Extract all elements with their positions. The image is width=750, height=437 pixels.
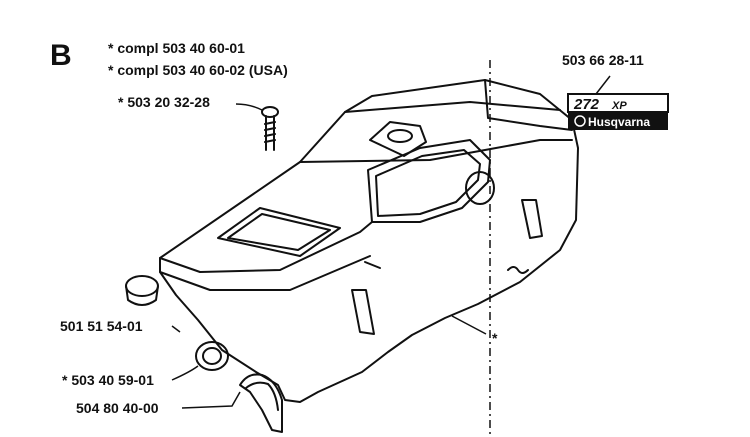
leader-cover-outline — [451, 315, 487, 335]
logo-badge: 272 XP Husqvarna — [567, 93, 669, 130]
cap-part-inner — [202, 347, 222, 365]
label-plug: 501 51 54-01 — [60, 318, 143, 334]
side-window-frame — [367, 139, 491, 223]
leader-screw — [235, 103, 263, 111]
end-cover-rim — [245, 381, 279, 411]
logo-suffix: XP — [611, 100, 627, 112]
end-cover — [239, 373, 283, 433]
label-cover: 504 80 40-00 — [76, 400, 159, 416]
husqvarna-crown-icon — [574, 115, 586, 127]
leader-cap — [171, 365, 199, 381]
cover-ridge — [299, 139, 573, 163]
screw-head — [261, 106, 279, 118]
lower-slot-right — [521, 199, 543, 239]
cap-part — [195, 341, 229, 371]
label-compl-1: * compl 503 40 60-01 — [108, 40, 245, 56]
small-mark-1 — [364, 261, 381, 269]
top-panel-inner — [227, 213, 331, 251]
plug-top — [125, 275, 159, 297]
front-slope-lower — [159, 255, 371, 291]
cylinder-cover-outline — [159, 79, 579, 403]
label-top-part: 503 66 28-11 — [562, 52, 644, 68]
logo-model: 272 — [573, 96, 600, 113]
boss-oval — [387, 129, 413, 143]
section-letter: B — [50, 39, 72, 72]
logo-brand: Husqvarna — [588, 115, 650, 129]
lower-slot-left — [351, 289, 375, 335]
cover-roof-edge — [344, 101, 561, 113]
rear-step — [484, 79, 573, 131]
label-compl-2: * compl 503 40 60-02 (USA) — [108, 62, 288, 78]
top-boss — [369, 121, 427, 157]
leader-top-part — [595, 75, 611, 95]
side-pod — [465, 171, 495, 205]
leader-cover — [181, 391, 241, 409]
top-panel — [217, 207, 341, 257]
side-window-inner — [375, 149, 481, 217]
label-cap: * 503 40 59-01 — [62, 372, 154, 388]
front-slope — [159, 221, 373, 273]
screw-thread — [264, 121, 276, 143]
screw-shank — [265, 115, 275, 151]
label-screw: * 503 20 32-28 — [118, 94, 210, 110]
plug-body — [125, 285, 159, 306]
label-cover-marker: * — [492, 330, 498, 346]
leader-plug — [171, 325, 181, 333]
squiggle-mark — [507, 266, 529, 274]
